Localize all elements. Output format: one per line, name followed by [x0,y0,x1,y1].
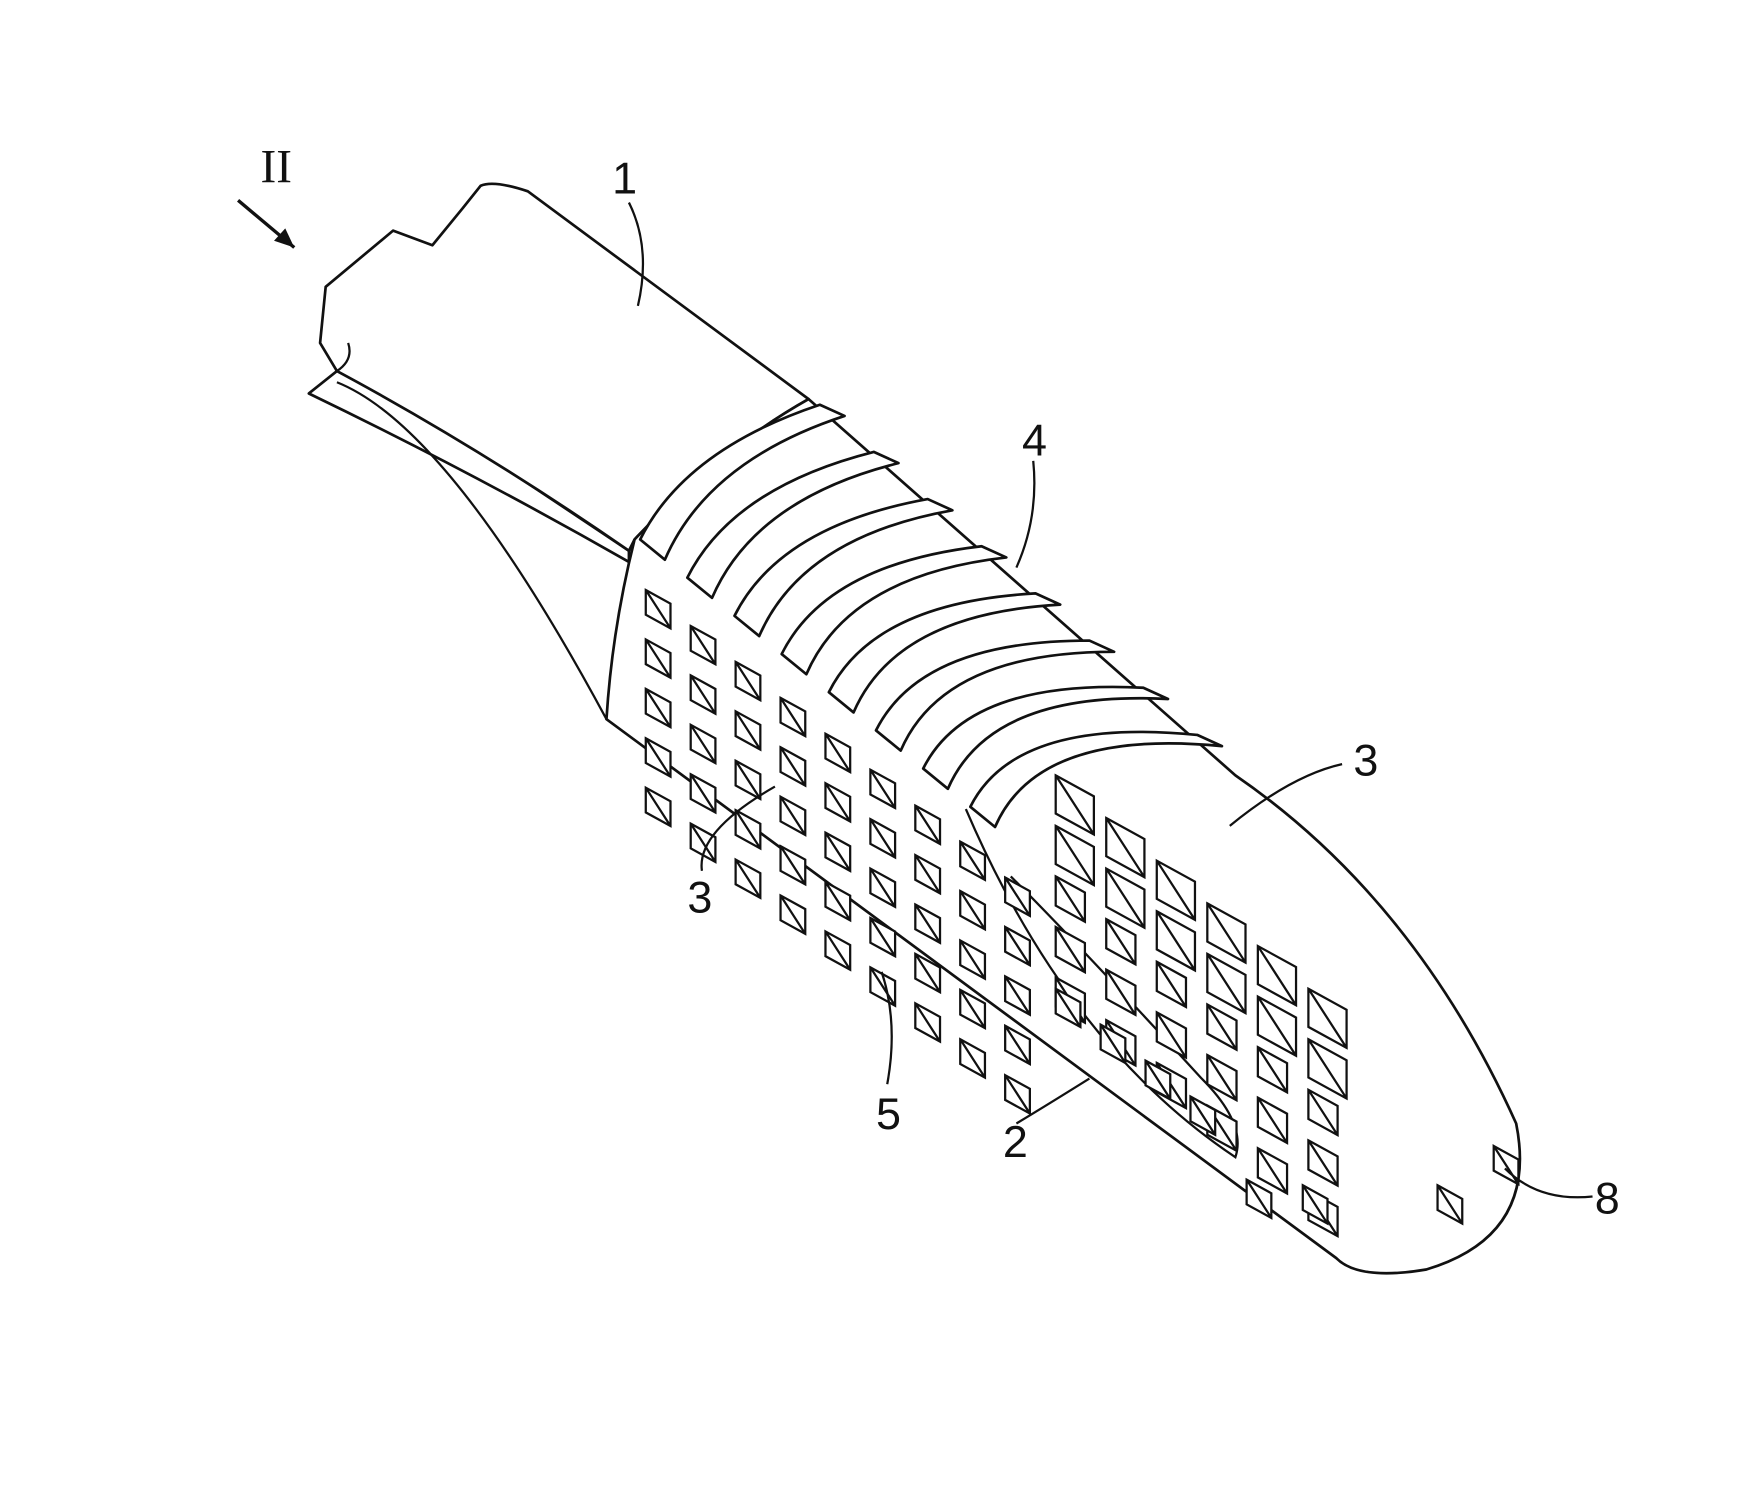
pore-window [644,588,672,631]
pore-window [1307,1087,1339,1137]
pore-window [914,952,942,995]
pore-window [869,767,897,810]
thread-rings [638,403,1224,829]
pore-window [1155,1010,1188,1060]
pore-window [779,893,807,936]
pore-window [914,902,942,945]
pore-window [689,624,717,667]
pore-window [1105,967,1137,1017]
label-3-left: 3 [687,871,712,922]
pore-window [1206,952,1247,1015]
label-1: 1 [612,153,637,204]
pore-window [1307,1138,1339,1188]
pore-window [1054,986,1082,1029]
pore-window [1189,1094,1217,1137]
pore-window [1054,925,1087,975]
pore-window [1004,1073,1031,1116]
pore-window [959,839,987,882]
pore-window [824,781,852,824]
pore-window [1144,1058,1172,1101]
pore-window [1004,974,1031,1017]
label-5: 5 [876,1088,901,1139]
label-8: 8 [1595,1172,1620,1223]
pore-window [1256,1045,1289,1095]
pore-window [1054,773,1096,837]
pore-window [1256,994,1298,1058]
thread-ring [685,450,900,600]
pore-window [644,686,672,730]
pore-window [1099,1022,1127,1065]
pore-window [644,637,672,680]
pore-window [779,695,807,739]
pore-window [959,938,987,981]
thread-ring [968,730,1224,829]
pore-window [914,853,942,896]
pore-windows [644,588,1520,1239]
pore-window [914,1001,942,1044]
pore-window [1206,1002,1238,1052]
pore-window [959,889,987,932]
pore-window [959,1037,987,1080]
pore-window [779,844,807,887]
pore-window [734,808,762,851]
pore-window [1436,1183,1464,1226]
pore-window [1301,1183,1329,1226]
pore-window [779,745,807,788]
pore-window [779,794,807,837]
pore-window [1155,959,1188,1009]
pore-window [1054,874,1087,924]
thread-ring [827,592,1062,714]
pore-window [869,916,897,959]
pore-window [1004,875,1031,918]
view-label-ii: II [261,141,292,193]
thread-ring [780,544,1008,676]
pore-window [734,857,762,900]
thread-ring [921,685,1170,791]
thread-ring [638,403,846,562]
pore-window [1307,986,1348,1050]
pore-window [689,772,717,815]
pore-window [689,673,717,716]
pore-window [644,736,672,779]
pore-window [1206,1053,1238,1103]
pore-window [734,709,762,752]
pore-window [1245,1177,1273,1220]
label-2: 2 [1003,1116,1028,1167]
pore-window [689,821,717,864]
view-arrow [237,199,296,249]
label-4: 4 [1022,414,1047,465]
pore-window [1307,1037,1348,1101]
pore-window [1256,944,1298,1008]
pore-window [689,722,717,765]
pore-window [824,929,852,972]
pore-window [644,785,672,828]
pore-window [1105,816,1146,880]
thread-ring [874,639,1116,752]
pore-window [1004,1023,1031,1066]
pore-window [824,830,852,873]
pore-window [1256,1095,1289,1145]
pore-window [959,987,987,1031]
pore-window [1105,866,1146,930]
pore-window [1155,858,1197,922]
pore-window [824,731,852,774]
thread-ring [733,497,954,638]
pore-window [1004,925,1031,968]
pore-window [734,758,762,801]
pore-window [1105,917,1137,967]
pore-window [824,880,852,923]
pore-window [1256,1146,1289,1196]
pore-window [1155,909,1197,973]
pore-window [869,866,897,909]
pore-window [734,660,762,703]
pore-window [869,817,897,860]
leader-lines [627,202,1593,1199]
pore-window [914,803,942,846]
pore-window [1206,901,1247,965]
pore-window [1054,823,1096,887]
label-3-right: 3 [1353,734,1378,785]
